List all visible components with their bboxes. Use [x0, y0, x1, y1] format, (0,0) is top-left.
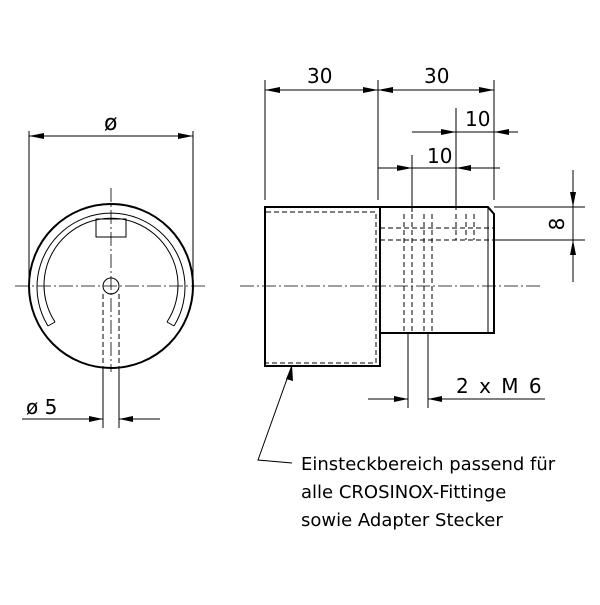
diameter-dimension: ø	[28, 111, 194, 284]
arrowhead	[428, 396, 442, 402]
socket-hidden-outline	[266, 211, 377, 364]
arrowhead	[89, 416, 103, 422]
note-line-2: alle CROSINOX-Fittinge	[301, 482, 506, 503]
arrowhead	[570, 240, 576, 255]
note-line-1: Einsteckbereich passend für	[301, 454, 556, 475]
lower-offset-dimension: 10	[378, 144, 500, 212]
arrowhead	[378, 87, 393, 93]
spigot-length-label: 30	[424, 64, 449, 88]
hole-diameter-dimension: ø 5	[22, 367, 160, 428]
body-length-label: 30	[307, 64, 332, 88]
upper-offset-dimension: 10	[412, 107, 518, 210]
arrowhead	[363, 87, 378, 93]
slot-width-dimension: 8	[494, 170, 585, 282]
thread-spec-label: 2 x M 6	[456, 374, 544, 398]
arrowhead	[397, 165, 412, 171]
arrowhead	[178, 133, 193, 139]
upper-offset-label: 10	[465, 107, 490, 131]
length-dimensions: 30 30	[264, 64, 495, 200]
arrowhead	[441, 129, 456, 135]
arrowhead	[494, 129, 509, 135]
arrowhead	[570, 192, 576, 207]
note-line-3: sowie Adapter Stecker	[301, 510, 503, 531]
slot-width-label: 8	[545, 218, 569, 231]
side-view	[240, 206, 540, 367]
groove-end-right	[166, 321, 175, 327]
front-view	[15, 188, 205, 372]
main-body	[264, 206, 381, 367]
arrowhead	[286, 365, 293, 381]
lower-offset-label: 10	[427, 144, 452, 168]
arrowhead	[29, 133, 44, 139]
note-text: Einsteckbereich passend für alle CROSINO…	[301, 454, 556, 531]
arrowhead	[265, 87, 280, 93]
arrowhead	[456, 165, 471, 171]
arrowhead	[119, 416, 133, 422]
diameter-label: ø	[104, 111, 117, 136]
arrowhead	[479, 87, 494, 93]
spigot-outline	[380, 206, 495, 334]
leader-line	[257, 364, 293, 464]
note-leader	[257, 364, 293, 464]
hole-diameter-label: ø 5	[26, 395, 57, 419]
thread-dimension: 2 x M 6	[368, 333, 545, 408]
arrowhead	[394, 396, 408, 402]
groove-end-left	[47, 321, 56, 327]
